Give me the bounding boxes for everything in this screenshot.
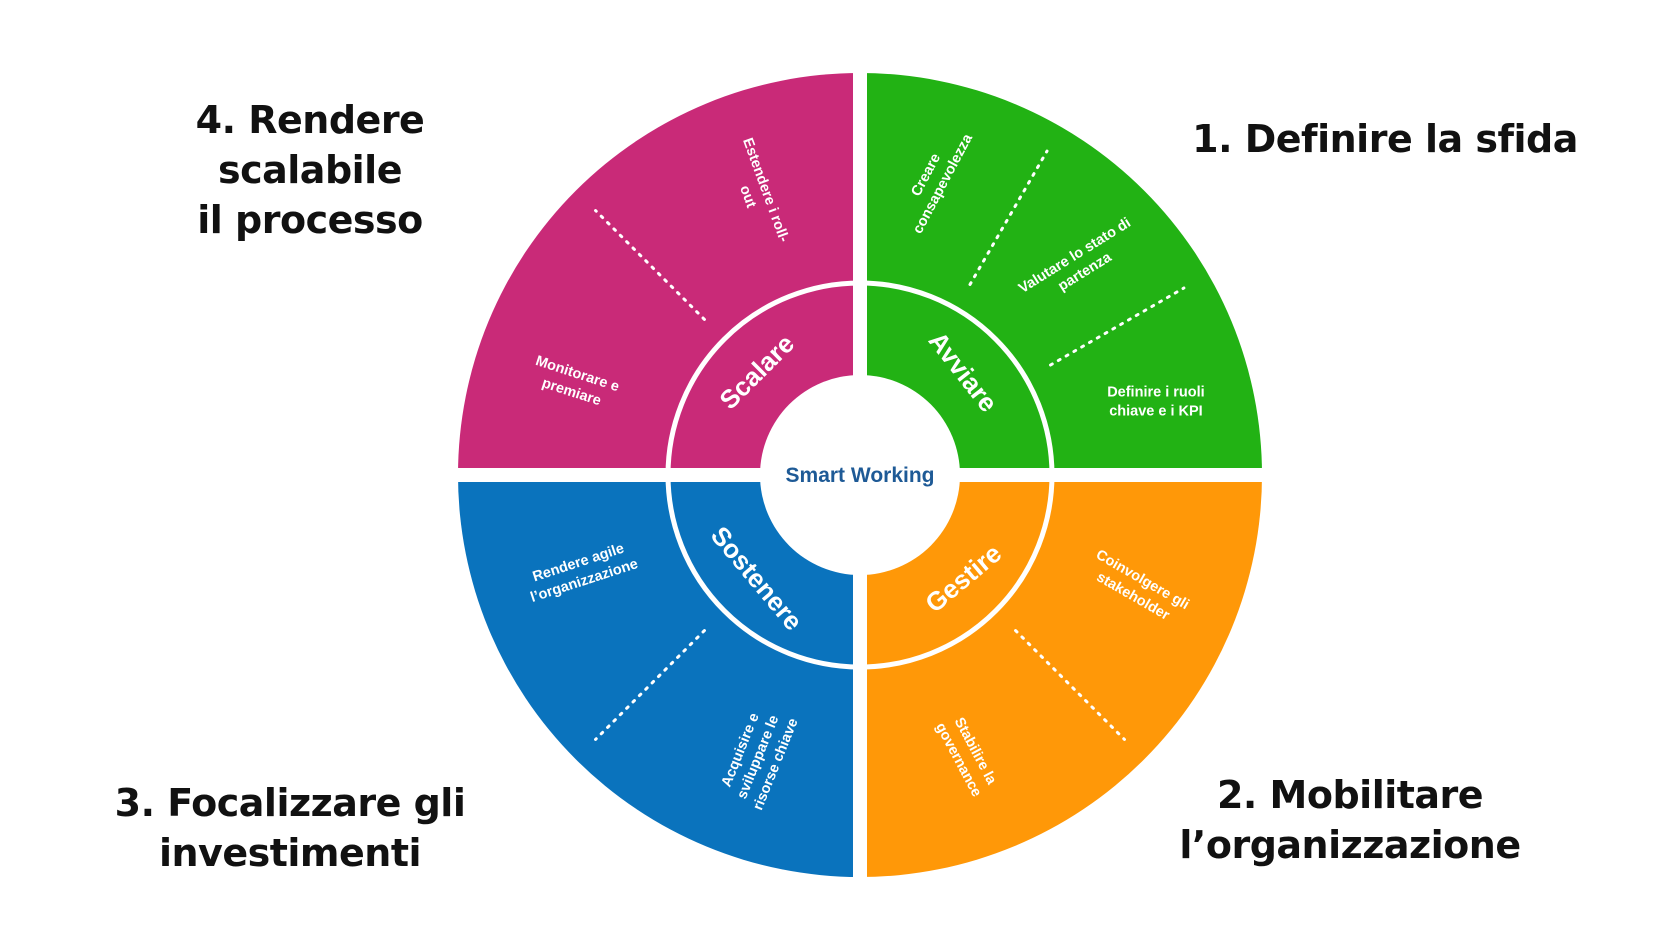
phase-title-3: 3. Focalizzare gli investimenti: [114, 781, 466, 875]
stage-ring: [665, 280, 1055, 670]
center-label: Smart Working: [786, 464, 935, 487]
activity-divider: [1049, 286, 1186, 367]
phase-title-4: 4. Rendere scalabile il processo: [195, 98, 425, 242]
activity-divider: [594, 629, 706, 741]
phase-title-2: 2. Mobilitare l’organizzazione: [1179, 773, 1521, 867]
phase-title-1: 1. Definire la sfida: [1192, 117, 1578, 161]
activity-line: chiave e i KPI: [1109, 404, 1203, 420]
activity-line: out: [736, 183, 759, 210]
center-circle: [760, 375, 960, 575]
activity-divider: [968, 149, 1049, 286]
activity-divider: [1014, 629, 1126, 741]
activity-line: Definire i ruoli: [1107, 385, 1205, 401]
quadrant-avviare: [860, 73, 1262, 475]
activity-divider: [594, 209, 706, 321]
activity-avviare-3: Definire i ruoli chiave e i KPI: [1107, 385, 1205, 420]
